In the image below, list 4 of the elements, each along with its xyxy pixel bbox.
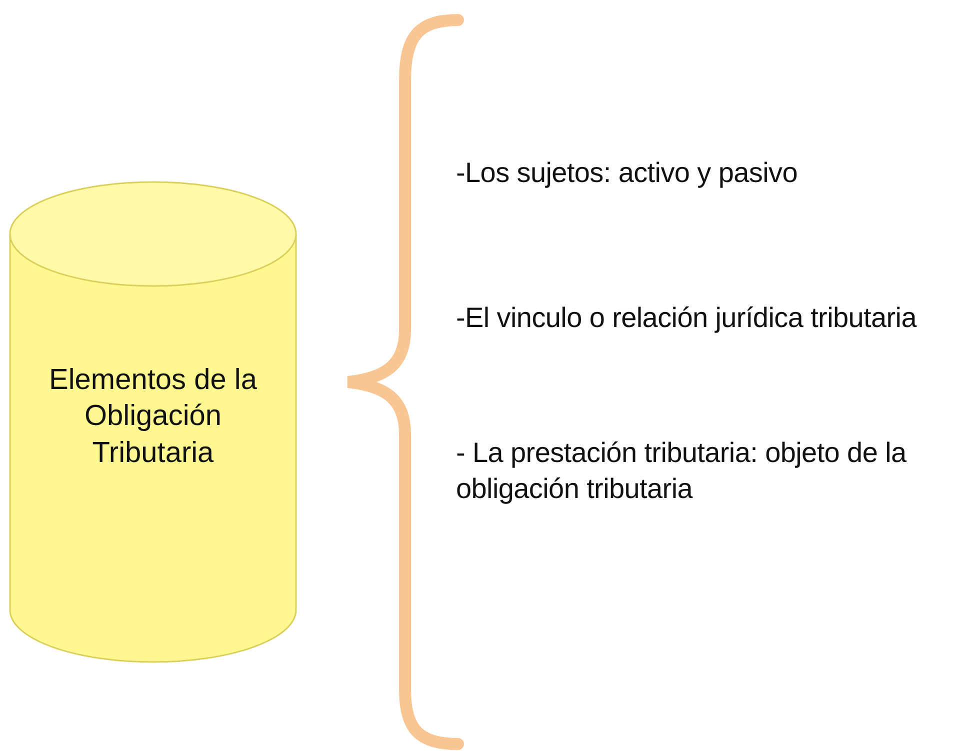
list-item-text: -Los sujetos: activo y pasivo: [456, 156, 798, 190]
node-label: Elementos de la Obligación Tributaria: [48, 363, 258, 470]
list-item-text: -El vinculo o relación jurídica tributaria: [456, 301, 918, 335]
list-item-text: - La prestación tributaria: objeto de la obligación tributaria: [456, 436, 908, 506]
